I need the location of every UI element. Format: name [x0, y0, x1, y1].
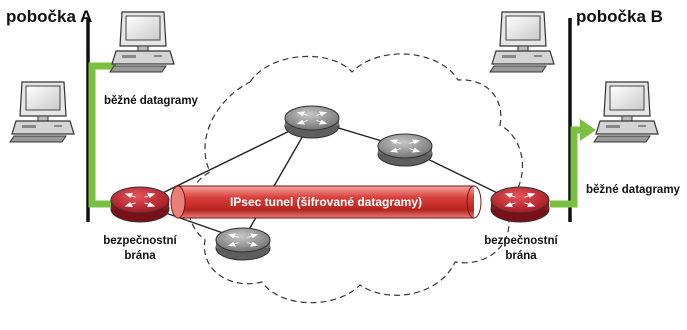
site-label-left: pobočka A: [6, 7, 92, 26]
desktop-computer-icon-b1: [489, 11, 555, 73]
plain-traffic-path-right: [550, 126, 582, 208]
internet-router-1: [215, 227, 271, 261]
gateway-router-right: [490, 186, 550, 223]
traffic-label-right: běžné datagramy: [586, 184, 681, 196]
ipsec-tunnel: IPsec tunel (šifrované datagramy): [170, 185, 482, 219]
gateway-label-right-line2: brána: [505, 250, 537, 262]
internet-router-3: [377, 133, 433, 167]
traffic-label-left: běžné datagramy: [104, 95, 199, 107]
internet-router-2: [284, 105, 340, 139]
gateway-router-left: [110, 186, 170, 223]
internet-cloud-icon: [188, 53, 524, 304]
plain-traffic-path-left: [88, 62, 116, 208]
gateway-label-right-line1: bezpečnostní: [484, 235, 558, 247]
desktop-computer-icon-b2: [593, 81, 659, 143]
site-label-right: pobočka B: [576, 7, 663, 26]
desktop-computer-icon-a1: [109, 11, 175, 73]
desktop-computer-icon-a2: [9, 81, 75, 143]
gateway-label-left-line2: brána: [124, 250, 156, 262]
gateway-label-left-line1: bezpečnostní: [103, 235, 177, 247]
traffic-arrowhead-icon: [580, 119, 596, 141]
tunnel-label: IPsec tunel (šifrované datagramy): [230, 195, 422, 209]
